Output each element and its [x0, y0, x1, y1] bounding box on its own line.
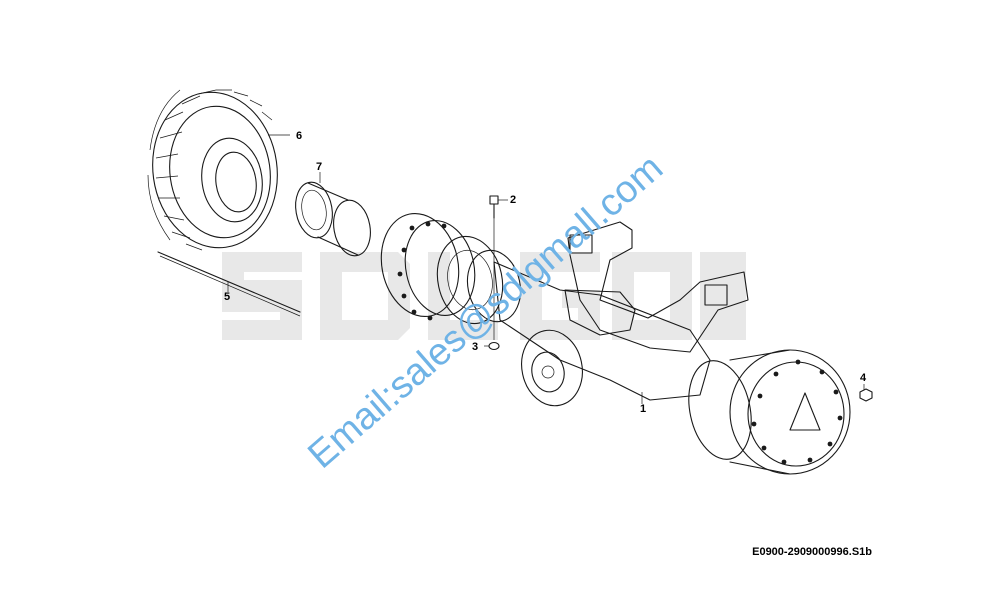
callout-1: 1: [640, 403, 646, 415]
nut: [484, 341, 500, 351]
axle-housing: [493, 221, 749, 407]
reference-code: E0900-2909000996.S1b: [752, 546, 872, 558]
tire: [147, 89, 290, 251]
left-hub-assembly: [380, 212, 522, 325]
callout-3: 3: [472, 341, 478, 353]
bolt: [489, 195, 508, 340]
plug-nut: [859, 384, 873, 402]
callout-5: 5: [224, 291, 230, 303]
callout-2: 2: [510, 194, 516, 206]
seal-strip: [157, 251, 301, 317]
wheel-rim: [295, 172, 371, 257]
right-hub-assembly: [688, 349, 851, 475]
callout-6: 6: [296, 130, 302, 142]
callout-7: 7: [316, 161, 322, 173]
callout-4: 4: [860, 372, 867, 384]
